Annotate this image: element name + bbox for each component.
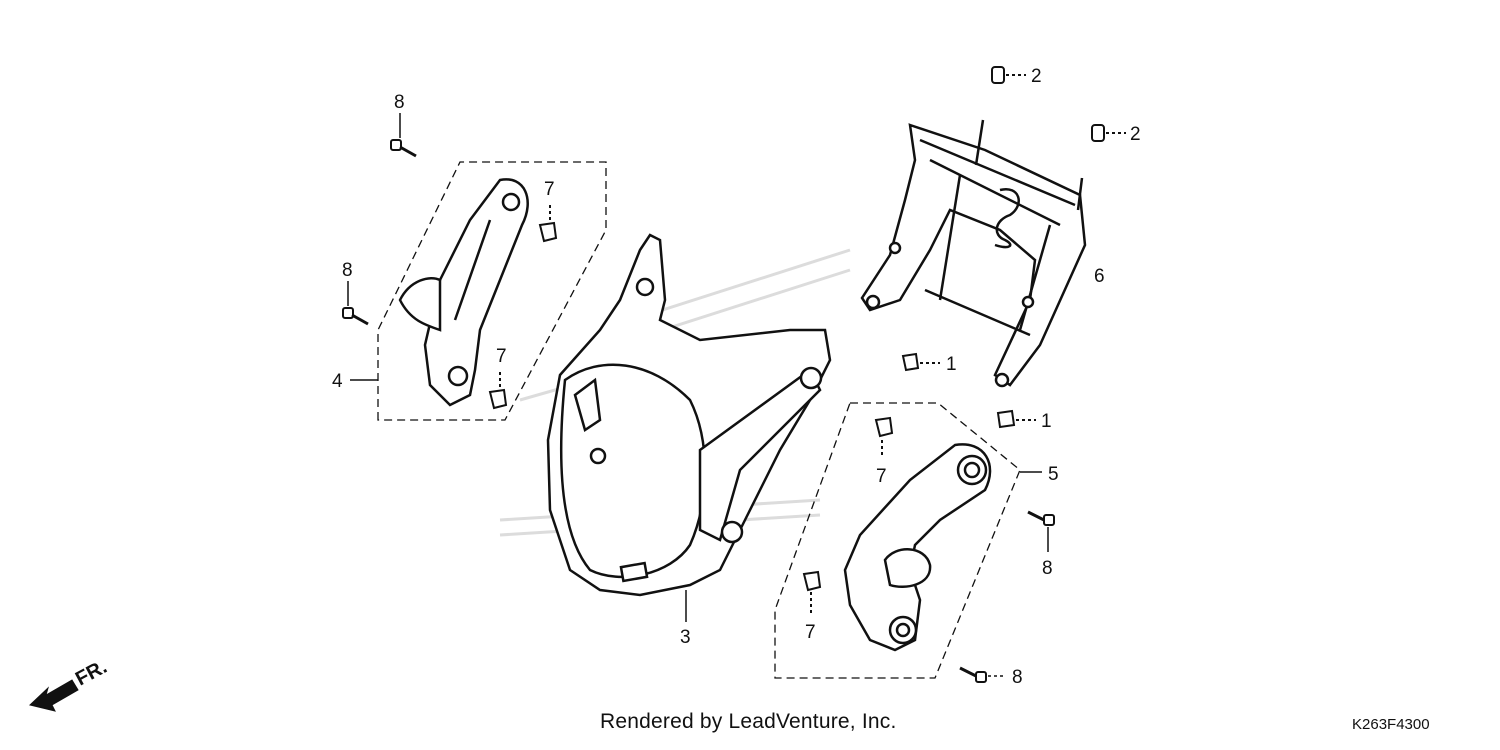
- callout-2: 2: [1031, 66, 1042, 87]
- callout-8: 8: [342, 260, 353, 281]
- callout-2: 2: [1130, 124, 1141, 145]
- part-4-group-outline: [377, 161, 607, 421]
- callout-8: 8: [394, 92, 405, 113]
- part-5-group-outline: [774, 402, 1021, 679]
- part-2-grommets: [991, 66, 1126, 142]
- front-arrow-icon: [28, 679, 79, 712]
- callout-1: 1: [946, 354, 957, 375]
- diagram-code: K263F4300: [1352, 716, 1430, 733]
- callout-5: 5: [1048, 464, 1059, 485]
- part-5-stay: [843, 443, 992, 652]
- callout-4: 4: [332, 371, 343, 392]
- part-7-collars: [488, 205, 894, 616]
- front-label: FR.: [72, 656, 111, 691]
- callout-7: 7: [496, 346, 507, 367]
- callout-7: 7: [805, 622, 816, 643]
- callout-7: 7: [876, 466, 887, 487]
- callout-6: 6: [1094, 266, 1105, 287]
- part-6-bracket: [860, 119, 1087, 388]
- callout-labels: 1 1 2 2 3 4 5 6 7 7 7 7 8 8 8 8: [332, 66, 1141, 688]
- callout-8: 8: [1042, 558, 1053, 579]
- part-3-headlight-cover: [546, 233, 832, 597]
- callout-1: 1: [1041, 411, 1052, 432]
- callout-7: 7: [544, 179, 555, 200]
- part-8-bolts: [342, 113, 1055, 683]
- callout-8: 8: [1012, 667, 1023, 688]
- part-4-stay: [398, 178, 529, 407]
- render-credit: Rendered by LeadVenture, Inc.: [600, 710, 897, 733]
- part-1-nuts: [901, 352, 1036, 429]
- front-direction-indicator: FR.: [28, 656, 111, 712]
- callout-3: 3: [680, 627, 691, 648]
